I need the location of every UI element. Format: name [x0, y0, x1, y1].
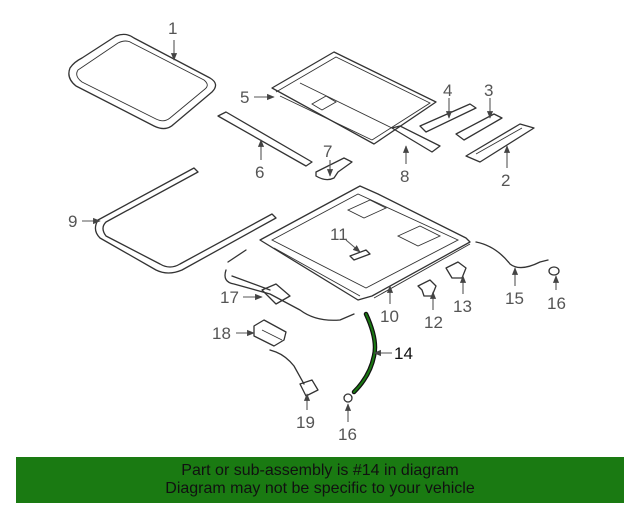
callout-9: 9 [68, 212, 77, 231]
callout-6: 6 [255, 163, 264, 182]
callout-11: 11 [330, 225, 348, 244]
guide-part-2 [465, 123, 535, 163]
cable-motor-part-17 [224, 249, 355, 321]
leader-lines [82, 40, 560, 422]
grommet-part-16-bottom [343, 393, 353, 403]
seal-part-9 [94, 167, 277, 274]
rail-part-8 [391, 125, 441, 153]
callout-17: 17 [220, 288, 239, 307]
corner-piece-part-7 [315, 157, 353, 181]
info-banner: Part or sub-assembly is #14 in diagram D… [16, 457, 624, 503]
callout-16-bottom: 16 [338, 425, 357, 444]
callout-18: 18 [212, 324, 231, 343]
banner-line-1: Part or sub-assembly is #14 in diagram [181, 462, 459, 479]
callout-4: 4 [443, 81, 452, 100]
harness-part-19 [269, 349, 319, 397]
callout-13: 13 [453, 297, 472, 316]
weatherstrip-part-6 [217, 111, 313, 167]
bracket-part-13 [445, 261, 467, 279]
callout-2: 2 [501, 171, 510, 190]
callout-16-right: 16 [547, 294, 566, 313]
bracket-part-3 [455, 113, 503, 141]
callout-10: 10 [380, 307, 399, 326]
frame-part-10 [259, 185, 471, 301]
sunshade-part [271, 51, 437, 145]
drain-hose-part-15 [475, 241, 549, 269]
clip-part-11 [349, 249, 371, 261]
callout-3: 3 [484, 81, 493, 100]
deflector-part-4 [419, 103, 477, 133]
callout-7: 7 [323, 142, 332, 161]
glass-panel-part [68, 33, 217, 130]
callout-14: 14 [394, 344, 413, 363]
banner-line-2: Diagram may not be specific to your vehi… [165, 480, 475, 497]
callout-1: 1 [168, 19, 177, 38]
callout-12: 12 [424, 313, 443, 332]
grommet-part-16-right [548, 266, 560, 276]
motor-part-18 [253, 319, 287, 347]
callout-19: 19 [296, 413, 315, 432]
callout-15: 15 [505, 289, 524, 308]
callout-5: 5 [240, 88, 249, 107]
parts-diagram: 1 2 3 4 5 6 7 8 9 10 11 12 13 14 15 16 1… [68, 19, 566, 444]
callout-8: 8 [400, 167, 409, 186]
